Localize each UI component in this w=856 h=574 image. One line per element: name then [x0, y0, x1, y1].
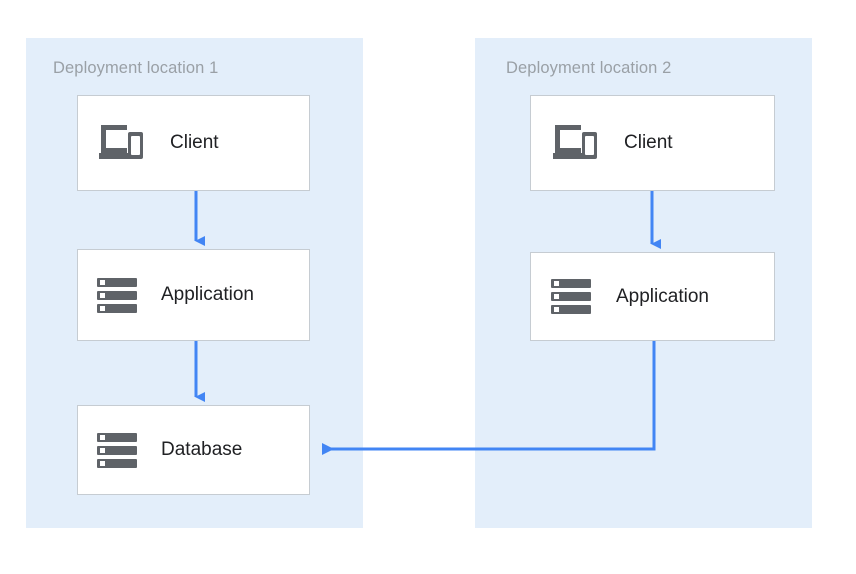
node-client-1[interactable]: Client — [77, 95, 310, 191]
deployment-zone-1-label: Deployment location 1 — [53, 59, 219, 77]
node-application-1-label: Application — [161, 284, 254, 305]
database-icon — [97, 430, 137, 470]
node-client-1-label: Client — [170, 132, 219, 153]
node-database-1-label: Database — [161, 439, 243, 460]
node-application-1[interactable]: Application — [77, 249, 310, 341]
node-application-2[interactable]: Application — [530, 252, 775, 341]
node-client-2-label: Client — [624, 132, 673, 153]
client-devices-icon — [98, 122, 144, 164]
node-application-2-label: Application — [616, 285, 709, 307]
node-database-1[interactable]: Database — [77, 405, 310, 495]
deployment-zone-2-label: Deployment location 2 — [506, 59, 672, 77]
server-icon — [97, 275, 137, 315]
connector-application2-to-database1 — [322, 341, 656, 455]
server-icon — [551, 277, 591, 317]
client-devices-icon — [552, 122, 598, 164]
node-client-2[interactable]: Client — [530, 95, 775, 191]
